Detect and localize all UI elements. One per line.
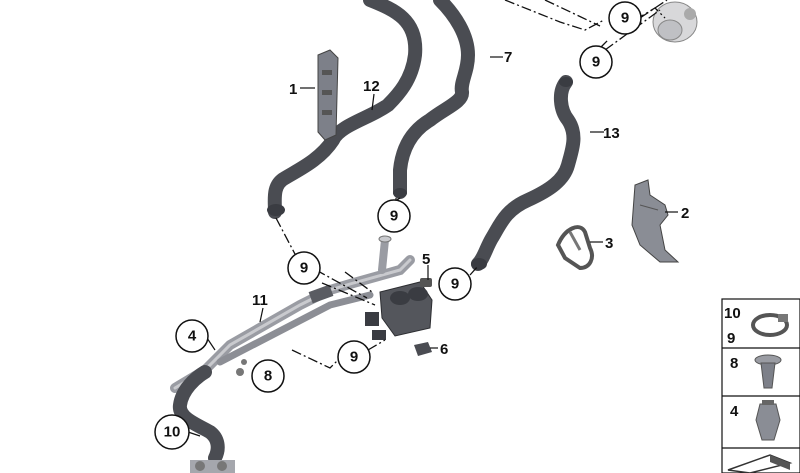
- svg-text:8: 8: [264, 368, 272, 385]
- callout-4: 4: [175, 319, 209, 353]
- dash-lines-center: [275, 197, 479, 369]
- legend-row1-top: 10: [724, 305, 741, 322]
- clip-part-5: [420, 278, 432, 287]
- bracket-part-2: [631, 179, 680, 263]
- callout-10: 10: [154, 414, 190, 450]
- svg-text:9: 9: [621, 10, 629, 27]
- label-part-7: 7: [504, 49, 512, 66]
- callout-9-top-a: 9: [608, 1, 642, 35]
- hose-12: [267, 0, 423, 219]
- legend-row3: 4: [730, 403, 739, 420]
- bottom-fitting: [190, 460, 235, 473]
- label-part-3: 3: [605, 235, 613, 252]
- clip-part-3: [555, 225, 594, 271]
- svg-text:9: 9: [350, 349, 358, 366]
- label-part-12: 12: [363, 78, 380, 95]
- callout-9-left: 9: [287, 251, 321, 285]
- callout-9-bottom: 9: [337, 340, 371, 374]
- hose-13: [471, 75, 581, 271]
- clip-part-8: [236, 359, 247, 376]
- hose-10: [173, 365, 225, 465]
- dash-lines-top: [504, 0, 668, 51]
- parts-legend: 10 9 8 4: [721, 298, 800, 473]
- svg-text:9: 9: [390, 208, 398, 225]
- label-part-2: 2: [681, 205, 689, 222]
- clip-part-6: [414, 342, 432, 356]
- hose-7: [393, 0, 476, 199]
- label-part-13: 13: [603, 125, 620, 142]
- hose-clamp-icon: [751, 313, 789, 337]
- legend-row1-bottom: 9: [727, 330, 735, 347]
- bracket-part-1: [317, 49, 339, 141]
- callout-9-right: 9: [438, 267, 472, 301]
- svg-text:9: 9: [451, 276, 459, 293]
- callout-8: 8: [251, 359, 285, 393]
- label-part-11: 11: [252, 292, 268, 309]
- heater-valve-assembly-11: [170, 235, 433, 393]
- expanding-clip-icon: [755, 400, 781, 441]
- callout-9-top-b: 9: [579, 45, 613, 79]
- engine-connector-top-right: [652, 1, 698, 43]
- label-part-6: 6: [440, 341, 448, 358]
- legend-row2: 8: [730, 355, 738, 372]
- label-part-1: 1: [289, 81, 297, 98]
- push-rivet-icon: [754, 354, 782, 389]
- svg-text:9: 9: [300, 260, 308, 277]
- label-part-5: 5: [422, 251, 430, 268]
- pad-icon: [727, 454, 793, 473]
- svg-text:9: 9: [592, 54, 600, 71]
- svg-text:4: 4: [188, 328, 197, 345]
- svg-text:10: 10: [164, 424, 181, 441]
- callout-9-hose-7: 9: [377, 199, 411, 233]
